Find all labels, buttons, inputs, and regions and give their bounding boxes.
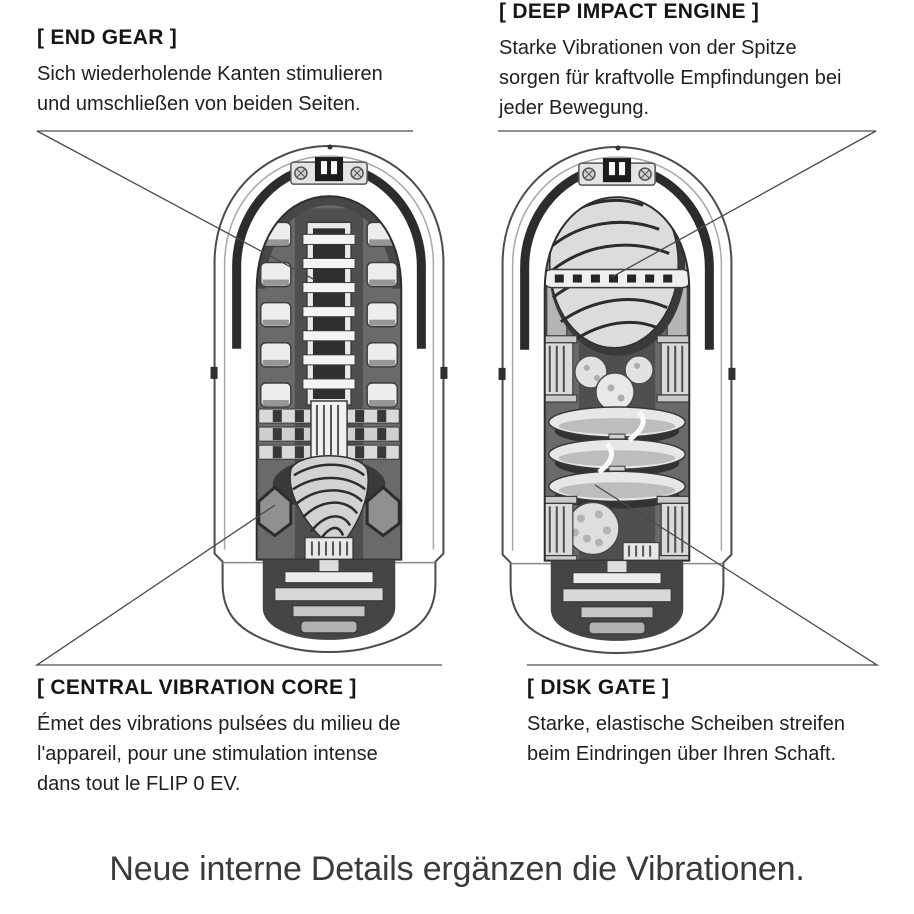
callout-central-vibration-core-body: Émet des vibrations pulsées du milieu de… bbox=[37, 713, 401, 795]
callout-disk-gate-body: Starke, elastische Scheiben streifen bei… bbox=[527, 713, 845, 765]
flip-device-cutaway-right-illustration bbox=[486, 139, 748, 663]
deep-impact-internals bbox=[544, 197, 690, 561]
end-gear-internals bbox=[256, 196, 402, 560]
callout-deep-impact-engine-body: Starke Vibrationen von der Spitze sorgen… bbox=[499, 37, 842, 119]
callout-central-vibration-core-title: [ CENTRAL VIBRATION CORE ] bbox=[37, 676, 357, 699]
callout-deep-impact-engine: [ DEEP IMPACT ENGINE ] Starke Vibratione… bbox=[499, 0, 909, 123]
callout-central-vibration-core: [ CENTRAL VIBRATION CORE ] Émet des vibr… bbox=[37, 676, 487, 799]
callout-disk-gate-title: [ DISK GATE ] bbox=[527, 676, 670, 699]
flip-device-cutaway-left-illustration bbox=[198, 138, 460, 662]
headline: Neue interne Details ergänzen die Vibrat… bbox=[109, 850, 805, 888]
callout-end-gear-body: Sich wiederholende Kanten stimulieren un… bbox=[37, 63, 383, 115]
callout-deep-impact-engine-title: [ DEEP IMPACT ENGINE ] bbox=[499, 0, 760, 23]
callout-disk-gate: [ DISK GATE ] Starke, elastische Scheibe… bbox=[527, 676, 907, 769]
callout-end-gear: [ END GEAR ] Sich wiederholende Kanten s… bbox=[37, 26, 477, 119]
callout-end-gear-title: [ END GEAR ] bbox=[37, 26, 178, 49]
